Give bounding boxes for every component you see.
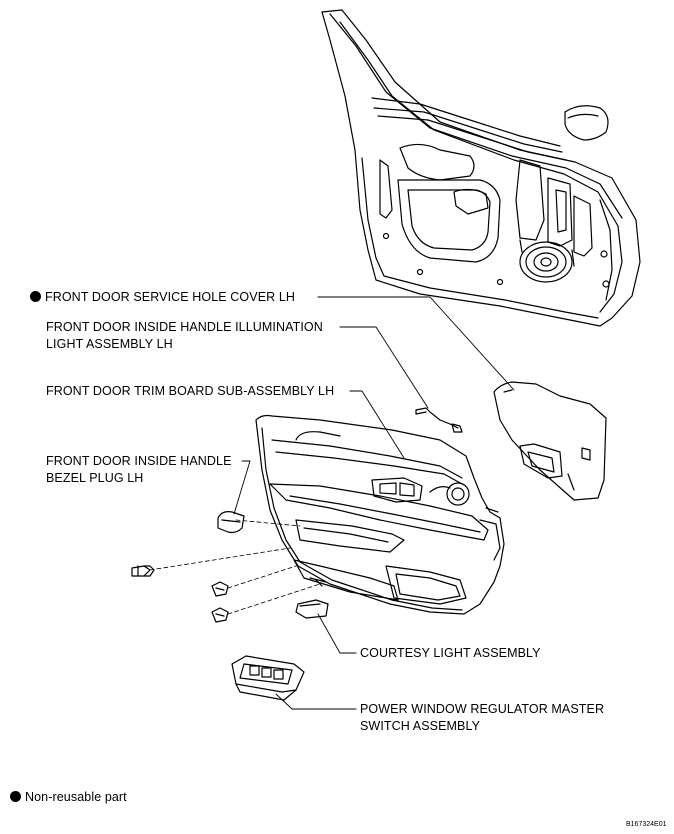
illumination-light-drawing [415, 407, 463, 433]
label-master-switch-line1: POWER WINDOW REGULATOR MASTER [360, 702, 605, 716]
label-illumination-light-line2: LIGHT ASSEMBLY LH [46, 337, 173, 351]
non-reusable-marker-icon [30, 291, 41, 302]
label-service-hole-cover: FRONT DOOR SERVICE HOLE COVER LH [30, 289, 295, 305]
label-bezel-plug-line1: FRONT DOOR INSIDE HANDLE [46, 454, 232, 468]
leader-lines [233, 296, 515, 710]
door-shell-drawing [321, 9, 641, 327]
label-bezel-plug-line2: BEZEL PLUG LH [46, 471, 144, 485]
label-service-hole-cover-text: FRONT DOOR SERVICE HOLE COVER LH [45, 290, 296, 304]
label-courtesy-light: COURTESY LIGHT ASSEMBLY [360, 646, 541, 660]
legend-non-reusable: Non-reusable part [10, 789, 127, 805]
legend-marker-icon [10, 791, 21, 802]
figure-code: B167324E01 [626, 821, 667, 828]
label-trim-board: FRONT DOOR TRIM BOARD SUB-ASSEMBLY LH [46, 384, 335, 398]
trim-board-drawing [255, 414, 505, 615]
master-switch-drawing [231, 655, 305, 701]
label-master-switch-line2: SWITCH ASSEMBLY [360, 719, 481, 733]
service-hole-cover-drawing [493, 381, 607, 501]
installation-dashed-lines [149, 519, 321, 615]
courtesy-light-drawing [295, 599, 329, 619]
legend-non-reusable-text: Non-reusable part [25, 790, 127, 804]
bezel-plug-drawing [217, 511, 245, 534]
label-illumination-light-line1: FRONT DOOR INSIDE HANDLE ILLUMINATION [46, 320, 323, 334]
screws-drawing [131, 565, 229, 623]
